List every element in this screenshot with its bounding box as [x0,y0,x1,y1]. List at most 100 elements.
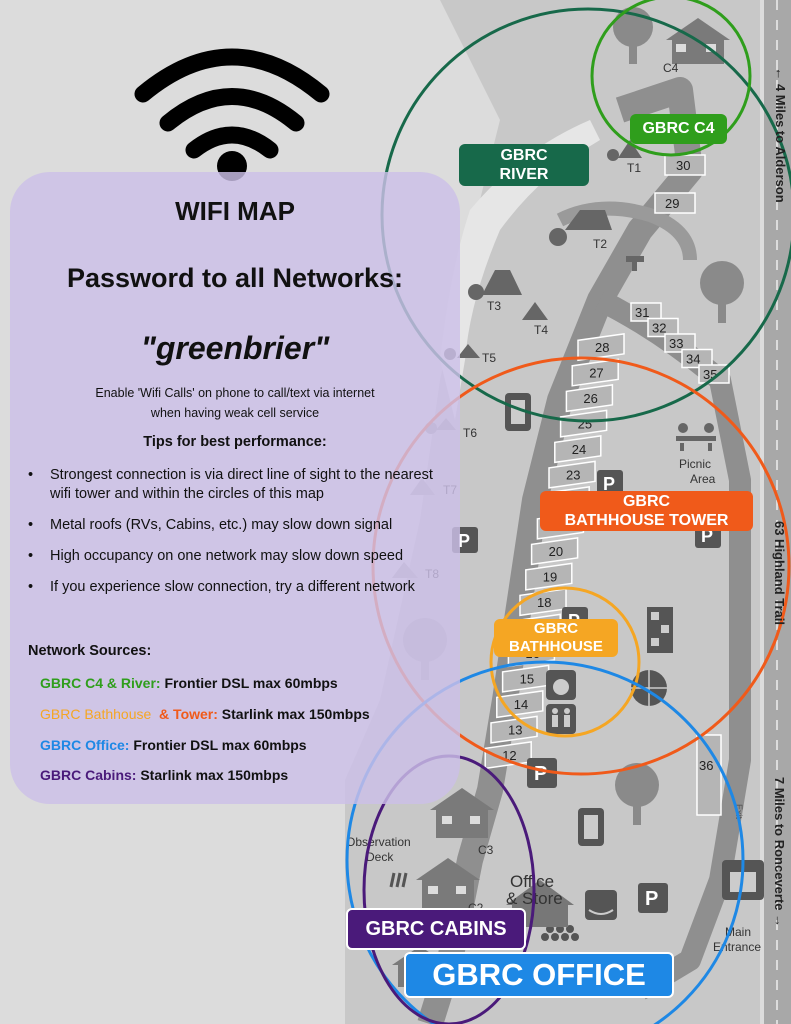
tip-text: Strongest connection is via direct line … [50,467,433,502]
site-pad [681,348,713,369]
cabin-c2-icon [416,858,480,908]
office-store-label-1: Office [510,872,554,891]
site-pad [577,333,625,362]
wifi-password: "greenbrier" [140,330,330,366]
info-panel [10,172,460,804]
site-number: 23 [566,468,580,483]
tree-icon [615,763,659,825]
site-pad [525,562,573,591]
coverage-c4 [590,0,752,157]
tip-item: • If you experience slow connection, try … [26,578,450,597]
network-name-line2: RIVER [499,166,549,183]
tent-t6-label: T6 [463,426,477,440]
network-name-line1: GBRC [533,620,579,637]
site-pad [571,358,619,387]
source-cabins: GBRC Cabins: Starlink max 150mbps [40,767,288,783]
network-badge-river: GBRC RIVER [459,144,589,186]
dump-station-icon [647,607,673,653]
site-number: 15 [520,672,534,687]
site-pad [548,460,596,489]
source-detail: Starlink max 150mbps [136,767,289,783]
svg-text:P: P [701,526,713,546]
site-number: 34 [686,352,700,367]
bullet: • [28,517,34,533]
site-pad-29 [654,192,696,214]
office-store-building [506,880,574,927]
porta-potty-icon [578,808,604,846]
picnic-area-label-1: Picnic [679,457,711,471]
restroom-icon [546,704,576,734]
parking-sign-office: P [638,883,668,913]
tent-t1-icon [607,140,642,161]
network-badge-bathhouse: GBRC BATHHOUSE [494,619,618,657]
road-label-south: 7 Miles to Ronceverte → [772,776,787,928]
road-label-south-text: 7 Miles to Ronceverte [772,776,787,911]
wifi-calls-note: Enable 'Wifi Calls' on phone to call/tex… [10,383,460,423]
site-number: 13 [508,723,522,738]
cabin-c4-label: C4 [663,61,679,75]
tent-t3-icon [468,270,522,300]
cabin-c3-icon [430,788,494,838]
network-badge-office: GBRC OFFICE [404,952,674,998]
wifi-calls-note-line1: Enable 'Wifi Calls' on phone to call/tex… [95,386,375,400]
tip-item: •Metal roofs (RVs, Cabins, etc.) may slo… [26,516,450,535]
source-name: GBRC C4 & River: [40,675,161,691]
site-pad [664,333,696,353]
exit-label: Exit [734,804,744,820]
site-number: 31 [635,305,649,320]
tent-t2-icon [549,210,612,246]
observation-deck-icon [389,872,408,888]
site-number: 25 [578,417,592,432]
tip-text: If you experience slow connection, try a… [50,579,415,595]
road-label-east-text: 63 Highland Trail [772,520,787,626]
page-title: WIFI MAP [175,196,295,226]
site-pad [565,384,614,413]
boat-launch-icon [585,890,617,920]
site-pad [647,317,679,338]
laundry-icon [546,670,576,700]
svg-text:P: P [458,531,470,551]
svg-text:P: P [603,474,615,494]
tent-t1-label: T1 [627,161,641,175]
site-pad [484,741,532,770]
road-label-north: ← 4 Miles to Alderson [773,67,788,203]
observation-deck-label-2: Deck [366,850,394,864]
tip-text: High occupancy on one network may slow d… [50,548,404,564]
source-c4-river: GBRC C4 & River: Frontier DSL max 60mbps [40,675,338,691]
source-detail: Frontier DSL max 60mbps [160,675,338,691]
bullet: • [28,579,34,595]
coverage-bathhouse [489,586,641,738]
site-pad [530,537,579,566]
tree-icon [700,261,744,323]
bullet: • [28,467,34,483]
cabin-c3-label: C3 [478,843,494,857]
network-name: GBRC C4 [642,120,715,137]
picnic-area-label-2: Area [690,472,716,486]
water-spigot-icon [626,256,644,271]
network-name: GBRC OFFICE [432,957,646,992]
tent-t4-icon [522,302,548,320]
road-label-east: 63 Highland Trail [769,493,787,653]
source-name: GBRC Bathhouse [40,706,156,722]
network-name-line1: GBRC [500,147,548,164]
site-36-label: 36 [699,758,713,773]
site-pad [698,364,730,384]
tip-item: •High occupancy on one network may slow … [26,547,450,566]
source-detail: Frontier DSL max 60mbps [129,737,307,753]
tent-t3-label: T3 [487,299,501,313]
network-name-line2: BATHHOUSE [509,638,603,655]
parking-sign-picnic: P [597,470,623,496]
site-number: 33 [669,336,683,351]
site-number: 20 [549,544,563,559]
network-sources-heading: Network Sources: [28,643,152,659]
svg-text:P: P [645,888,658,910]
network-badge-cabins: GBRC CABINS [346,908,526,950]
network-name-line1: GBRC [622,493,671,510]
source-detail: Starlink max 150mbps [217,706,370,722]
source-name: GBRC Cabins: [40,767,137,783]
site-number: 28 [595,340,609,355]
road-label-north-text: 4 Miles to Alderson [773,83,788,203]
tips-list: • Strongest connection is via direct line… [26,466,450,609]
password-heading: Password to all Networks: [66,263,404,293]
